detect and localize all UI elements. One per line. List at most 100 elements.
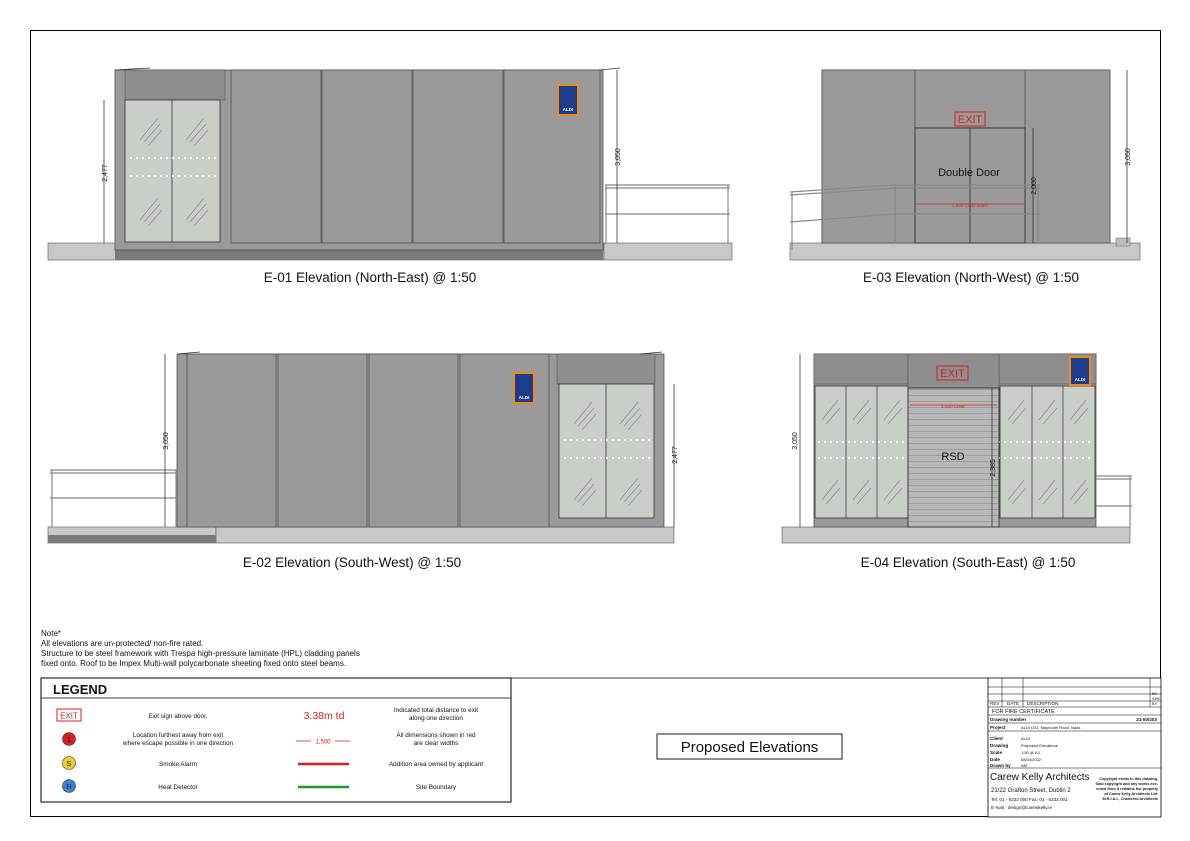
svg-text:2,000: 2,000 bbox=[1031, 177, 1038, 195]
svg-text:1,500 Clear Width: 1,500 Clear Width bbox=[952, 203, 989, 208]
svg-text:where escape possible in one d: where escape possible in one direction bbox=[122, 740, 234, 747]
svg-text:Note*: Note* bbox=[41, 629, 61, 638]
e01-plinth bbox=[115, 250, 603, 260]
svg-text:BY: BY bbox=[1152, 702, 1158, 706]
e03-exit-sign bbox=[954, 111, 986, 127]
svg-text:E-mail : design@carewkelly.ie: E-mail : design@carewkelly.ie bbox=[991, 805, 1052, 810]
svg-text:Structure to be steel framewor: Structure to be steel framework with Tre… bbox=[41, 649, 360, 658]
legend: LEGEND EXIT Exit sign above door. 1 Loca… bbox=[40, 677, 512, 803]
svg-text:along one direction: along one direction bbox=[409, 715, 463, 722]
svg-text:3,050: 3,050 bbox=[615, 148, 622, 166]
svg-text:Client: Client bbox=[990, 736, 1003, 741]
svg-text:1:50 @ A3: 1:50 @ A3 bbox=[1021, 750, 1041, 755]
legend-furthest-location: 1 Location furthest away from exit where… bbox=[62, 732, 234, 747]
e04-exit-sign bbox=[936, 365, 969, 381]
svg-text:All elevations are un-protecte: All elevations are un-protected/ non-fir… bbox=[41, 639, 203, 648]
svg-text:Drawing number: Drawing number bbox=[990, 717, 1026, 722]
svg-text:Date: Date bbox=[990, 757, 1000, 762]
svg-text:BK: BK bbox=[1152, 692, 1158, 696]
svg-text:ALDI: ALDI bbox=[519, 395, 530, 400]
svg-text:1,500 Clear: 1,500 Clear bbox=[941, 404, 965, 409]
svg-text:Scale: Scale bbox=[990, 750, 1002, 755]
e02-aldi-logo: ALDI bbox=[513, 372, 535, 404]
svg-text:DESCRIPTION: DESCRIPTION bbox=[1027, 701, 1058, 706]
svg-text:2,477: 2,477 bbox=[102, 164, 109, 182]
e01-caption: E-01 Elevation (North-East) @ 1:50 bbox=[264, 270, 477, 285]
svg-text:REV: REV bbox=[990, 701, 1000, 706]
svg-text:AM: AM bbox=[1021, 763, 1027, 768]
svg-text:EXIT: EXIT bbox=[60, 712, 78, 721]
legend-exit: EXIT Exit sign above door. bbox=[56, 708, 208, 722]
e02-glass-door bbox=[558, 383, 655, 519]
svg-text:Location furthest away from ex: Location furthest away from exit bbox=[133, 732, 223, 739]
title-block-status: FOR FIRE CERTIFICATE bbox=[992, 709, 1055, 715]
e03-handrail bbox=[789, 184, 1040, 250]
svg-text:cuted from it remains the pro: cuted from it remains the property bbox=[1096, 787, 1159, 791]
elevation-e02: ALDI 3,050 2,477 E-02 Elevation (South-W… bbox=[47, 351, 679, 570]
legend-heat-detector: H Heat Detector bbox=[62, 779, 199, 793]
svg-text:Exit sign above door.: Exit sign above door. bbox=[148, 713, 208, 720]
svg-text:21/22 Grafton Street, Dublin 2: 21/22 Grafton Street, Dublin 2 bbox=[991, 788, 1071, 794]
svg-text:3.38m td: 3.38m td bbox=[304, 710, 345, 722]
drawing-number: 21-50/203 bbox=[1136, 717, 1157, 722]
legend-title: LEGEND bbox=[53, 682, 107, 697]
svg-text:Proposed Elevations: Proposed Elevations bbox=[681, 739, 819, 756]
e04-roller-shutter bbox=[907, 387, 1000, 528]
svg-text:M.R.I.A.I., Chartered Architec: M.R.I.A.I., Chartered Architects bbox=[1102, 797, 1158, 801]
svg-text:Said copyright and any works e: Said copyright and any works exe- bbox=[1096, 782, 1159, 786]
title-block: REV DATE DESCRIPTION BK CHK BY FOR FIRE … bbox=[987, 677, 1162, 818]
svg-text:2,477: 2,477 bbox=[672, 446, 679, 464]
svg-text:ALDI D03, Maynooth Road, Naas: ALDI D03, Maynooth Road, Naas bbox=[1021, 725, 1080, 730]
svg-text:3,050: 3,050 bbox=[163, 432, 170, 450]
e04-glass-left bbox=[814, 385, 909, 519]
svg-text:ALDI: ALDI bbox=[563, 107, 574, 112]
e02-caption: E-02 Elevation (South-West) @ 1:50 bbox=[243, 555, 461, 570]
e01-aldi-logo: ALDI bbox=[557, 84, 579, 116]
svg-text:of Carew Kelly Architects Lt: of Carew Kelly Architects Ltd. bbox=[1104, 792, 1158, 796]
e03-caption: E-03 Elevation (North-West) @ 1:50 bbox=[863, 270, 1079, 285]
legend-smoke-alarm: S Smoke Alarm bbox=[62, 756, 197, 770]
notes-block: Note* All elevations are un-protected/ n… bbox=[41, 629, 360, 668]
e02-handrail bbox=[50, 469, 178, 527]
svg-text:Drawing: Drawing bbox=[990, 743, 1008, 748]
legend-site-boundary: Site Boundary bbox=[298, 784, 457, 791]
svg-text:DATE: DATE bbox=[1007, 701, 1019, 706]
drawing-sheet bbox=[30, 30, 1161, 817]
svg-text:08/04/2022: 08/04/2022 bbox=[1021, 757, 1042, 762]
legend-clear-width: 1,500 All dimensions shown in red are cl… bbox=[296, 732, 476, 747]
e01-base-right bbox=[603, 242, 733, 261]
firm-name: Carew Kelly Architects bbox=[990, 772, 1089, 783]
elevation-e03: EXIT Double Door 1,500 Clear Width 2,000… bbox=[789, 69, 1141, 285]
svg-text:EXIT: EXIT bbox=[940, 368, 965, 380]
e03-door-label: Double Door bbox=[938, 167, 1000, 179]
elevation-e04: EXIT 1,500 Clear RSD ALDI 2,385 3,050 E-… bbox=[781, 353, 1132, 570]
e01-glass-door bbox=[124, 99, 221, 243]
svg-text:Site Boundary: Site Boundary bbox=[416, 784, 457, 791]
drawing-title: Proposed Elevations bbox=[656, 733, 843, 760]
svg-text:Addition area owned by applica: Addition area owned by applicant bbox=[389, 761, 483, 768]
copyright-notice: Copyright exists in this drawing. Said c… bbox=[1096, 777, 1159, 801]
svg-text:ALDI: ALDI bbox=[1021, 736, 1030, 741]
svg-text:H: H bbox=[66, 782, 71, 791]
svg-text:S: S bbox=[66, 759, 71, 768]
svg-text:are clear widths: are clear widths bbox=[414, 740, 459, 747]
svg-text:All dimensions shown in red: All dimensions shown in red bbox=[396, 732, 476, 739]
e04-aldi-logo: ALDI bbox=[1069, 356, 1091, 386]
svg-text:3,050: 3,050 bbox=[1125, 148, 1132, 166]
svg-text:Proposed Elevations: Proposed Elevations bbox=[1021, 743, 1058, 748]
svg-text:2,385: 2,385 bbox=[990, 459, 997, 477]
elevation-e01: ALDI 2,477 3,050 E-01 Elevation (North-E… bbox=[47, 67, 733, 285]
svg-text:fixed onto. Roof to be Impex M: fixed onto. Roof to be Impex Multi-wall … bbox=[41, 659, 346, 668]
svg-text:Drawn by: Drawn by bbox=[990, 763, 1011, 768]
svg-text:EXIT: EXIT bbox=[958, 114, 983, 126]
svg-text:ALDI: ALDI bbox=[1075, 377, 1086, 382]
svg-text:Copyright exists in this d: Copyright exists in this drawing. bbox=[1099, 777, 1158, 781]
svg-text:Smoke Alarm: Smoke Alarm bbox=[159, 761, 197, 768]
svg-text:Indicated total distance to ex: Indicated total distance to exit bbox=[394, 707, 478, 714]
e04-caption: E-04 Elevation (South-East) @ 1:50 bbox=[861, 555, 1076, 570]
svg-text:Tel: 01 - 6333 000 Fax: 01: Tel: 01 - 6333 000 Fax: 01 - 6333 001 bbox=[991, 797, 1068, 802]
legend-applicant-area: Addition area owned by applicant bbox=[298, 761, 483, 768]
e04-handrail bbox=[1096, 475, 1132, 530]
e04-glass-right bbox=[999, 385, 1096, 519]
